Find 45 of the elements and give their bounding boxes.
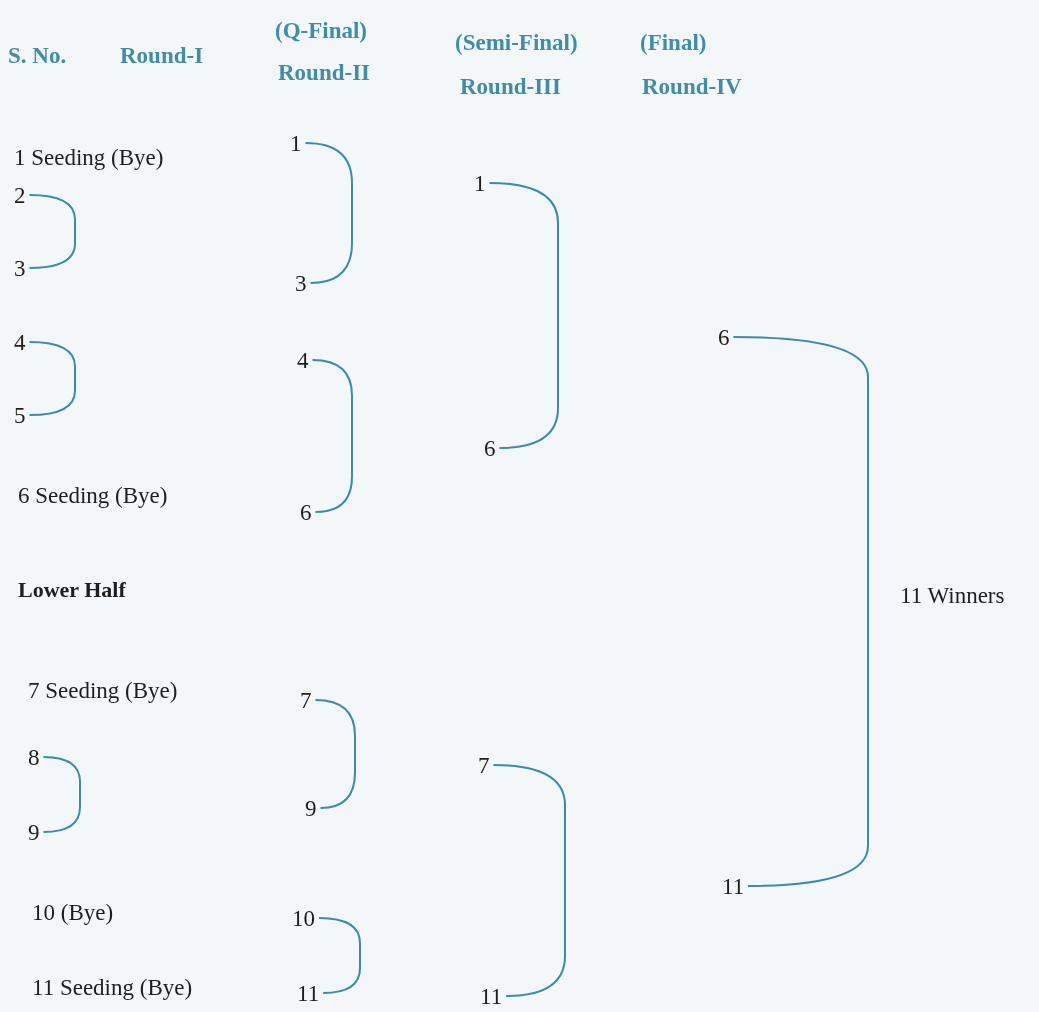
bracket-line xyxy=(488,182,559,449)
entry-text: 11 xyxy=(480,984,503,1008)
entry-text: 1 xyxy=(474,171,486,195)
column-heading: (Semi-Final) xyxy=(455,30,578,54)
bracket-line xyxy=(314,699,356,809)
section-heading: Lower Half xyxy=(18,579,126,601)
entry-text: 10 (Bye) xyxy=(32,900,114,924)
entry-text: 6 xyxy=(718,325,730,349)
bracket-line xyxy=(304,142,353,284)
bracket-line xyxy=(28,194,76,269)
result-label: 11 Winners xyxy=(900,583,1005,607)
column-heading: Round-II xyxy=(278,60,371,84)
column-heading: (Q-Final) xyxy=(275,18,367,42)
entry-text: 4 xyxy=(297,348,309,372)
bracket-line xyxy=(311,359,353,513)
entry-text: 11 xyxy=(297,981,320,1005)
entry-text: 9 xyxy=(305,796,317,820)
entry-text: 2 xyxy=(14,183,26,207)
entry-text: 5 xyxy=(14,403,26,427)
column-heading: Round-III xyxy=(460,74,561,98)
entry-text: 3 xyxy=(14,256,26,280)
entry-text: 7 xyxy=(300,688,312,712)
entry-text: 6 xyxy=(300,500,312,524)
entry-text: 1 Seeding (Bye) xyxy=(14,145,164,169)
entry-text: 6 Seeding (Bye) xyxy=(18,483,168,507)
entry-text: 6 xyxy=(484,436,496,460)
column-heading: (Final) xyxy=(640,30,707,54)
column-heading: S. No. xyxy=(8,43,67,67)
column-heading: Round-I xyxy=(120,43,204,67)
bracket-line xyxy=(732,336,869,887)
entry-text: 7 xyxy=(478,753,490,777)
bracket-line xyxy=(318,917,361,994)
entry-text: 8 xyxy=(28,745,40,769)
bracket-line xyxy=(42,756,81,833)
entry-text: 9 xyxy=(28,820,40,844)
entry-text: 3 xyxy=(295,271,307,295)
bracket-line xyxy=(28,341,76,416)
entry-text: 7 Seeding (Bye) xyxy=(28,678,178,702)
entry-text: 4 xyxy=(14,330,26,354)
bracket-line xyxy=(492,764,566,997)
entry-text: 10 xyxy=(292,906,315,930)
column-heading: Round-IV xyxy=(642,74,742,98)
entry-text: 11 xyxy=(722,874,745,898)
entry-text: 11 Seeding (Bye) xyxy=(32,975,193,999)
entry-text: 1 xyxy=(290,131,302,155)
